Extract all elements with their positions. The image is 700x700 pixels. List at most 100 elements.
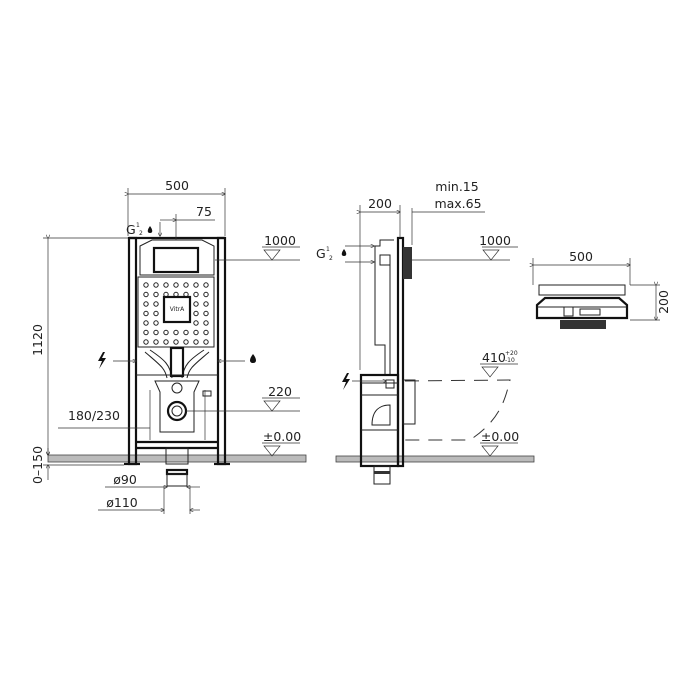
panel-hole — [153, 339, 159, 345]
front-view: VitrA 500 75 G 1 2 — [30, 178, 307, 514]
water-drop-icon — [341, 249, 347, 256]
depth-dimension — [360, 205, 400, 370]
electric-icon — [98, 352, 106, 369]
panel-hole — [143, 320, 149, 326]
inlet-valve-side — [379, 254, 391, 266]
inlet-fraction-numerator-side: 1 — [326, 246, 330, 253]
drain-spacing-label: 180/230 — [68, 408, 120, 423]
panel-hole — [203, 310, 209, 317]
panel-hole — [183, 282, 189, 288]
wall-max-label: max.65 — [434, 196, 481, 211]
panel-hole — [153, 320, 159, 326]
panel-hole — [183, 339, 189, 345]
dim-foot-adjust: 0–150 — [30, 446, 45, 484]
dimension-width — [128, 188, 225, 236]
panel-hole — [203, 329, 209, 336]
flush-plate-side — [403, 247, 412, 279]
panel-hole — [153, 301, 159, 307]
panel-hole — [193, 291, 199, 298]
panel-hole — [143, 282, 149, 288]
top-flush-plate — [560, 320, 606, 329]
seat-tolerance-plus: +20 — [505, 350, 518, 357]
flush-height-label-side: 1000 — [479, 233, 511, 248]
pipe-outer-dimension — [98, 486, 200, 514]
flush-height-marker-side — [412, 246, 518, 261]
panel-hole — [153, 329, 159, 336]
panel-hole — [173, 282, 179, 288]
drain-connector — [165, 447, 189, 465]
flush-inlet — [171, 382, 183, 394]
dim-offset: 75 — [196, 204, 212, 219]
lower-frame-side — [359, 373, 400, 468]
panel-hole — [153, 291, 159, 298]
panel-hole — [193, 320, 199, 326]
drain-bend-side — [371, 404, 391, 426]
left-post — [127, 236, 138, 466]
panel-hole — [143, 339, 149, 345]
wall-min-label: min.15 — [435, 179, 478, 194]
top-depth-dimension — [630, 285, 660, 320]
floor-side — [335, 455, 535, 463]
panel-hole — [203, 320, 209, 326]
pipe-ring — [165, 468, 189, 476]
flush-height-marker — [215, 246, 300, 261]
pipe-outer-label: ø110 — [106, 495, 138, 510]
panel-hole — [143, 310, 149, 317]
panel-hole — [153, 310, 159, 317]
top-valve — [563, 306, 574, 317]
drain-height-label: 220 — [268, 384, 292, 399]
dimension-foot-adjust — [43, 448, 124, 480]
cistern-side — [374, 239, 394, 375]
top-rail-plan — [538, 284, 626, 296]
top-view: 500 200 — [533, 249, 671, 329]
panel-hole — [163, 339, 169, 345]
water-drop-icon — [250, 354, 256, 363]
flush-height-label: 1000 — [264, 233, 296, 248]
top-width-label: 500 — [569, 249, 593, 264]
inlet-fraction-denominator-side: 2 — [329, 255, 333, 262]
water-drop-icon — [147, 226, 153, 233]
floor-level-marker-side — [480, 442, 518, 457]
floor-level-marker — [262, 442, 300, 457]
dimension-height — [43, 238, 128, 455]
panel-hole — [193, 301, 199, 307]
left-hose — [144, 349, 173, 379]
depth-label: 200 — [368, 196, 392, 211]
logo-box — [162, 295, 192, 324]
top-slot — [579, 308, 601, 316]
top-depth-label: 200 — [656, 290, 671, 314]
bracket-clip — [202, 390, 212, 397]
panel-hole — [193, 329, 199, 336]
floor-level-label: ±0.00 — [263, 429, 301, 444]
dim-width: 500 — [165, 178, 189, 193]
drain-pipe-side — [373, 465, 391, 485]
inlet-fraction-denominator: 2 — [139, 230, 143, 237]
panel-hole — [193, 310, 199, 317]
panel-hole — [163, 282, 169, 288]
floor-level-label-side: ±0.00 — [481, 429, 519, 444]
drain-height-marker — [186, 397, 300, 412]
inlet-label: G — [126, 222, 136, 237]
panel-hole — [203, 282, 209, 288]
electric-icon — [342, 373, 350, 390]
inlet-fraction-numerator: 1 — [136, 222, 140, 229]
bowl-bracket-side — [402, 379, 416, 425]
panel-hole — [153, 282, 159, 288]
inlet-label-main: G — [126, 222, 136, 237]
pipe-inner-label: ø90 — [113, 472, 137, 487]
side-view: 200 min.15 max.65 G 1 2 1000 410 +20 -10 — [316, 179, 535, 485]
side-post — [396, 236, 405, 468]
top-frame — [535, 296, 629, 320]
panel-hole — [203, 291, 209, 298]
seat-tolerance-minus: -10 — [505, 357, 515, 364]
seat-height-marker — [480, 363, 518, 378]
top-width-dimension — [533, 258, 630, 285]
panel-hole — [173, 339, 179, 345]
panel-hole — [163, 329, 169, 336]
panel-hole — [193, 282, 199, 288]
drain-spacing-marker — [58, 390, 206, 440]
flush-plate-opening — [152, 246, 200, 274]
drain-outlet — [166, 400, 188, 422]
